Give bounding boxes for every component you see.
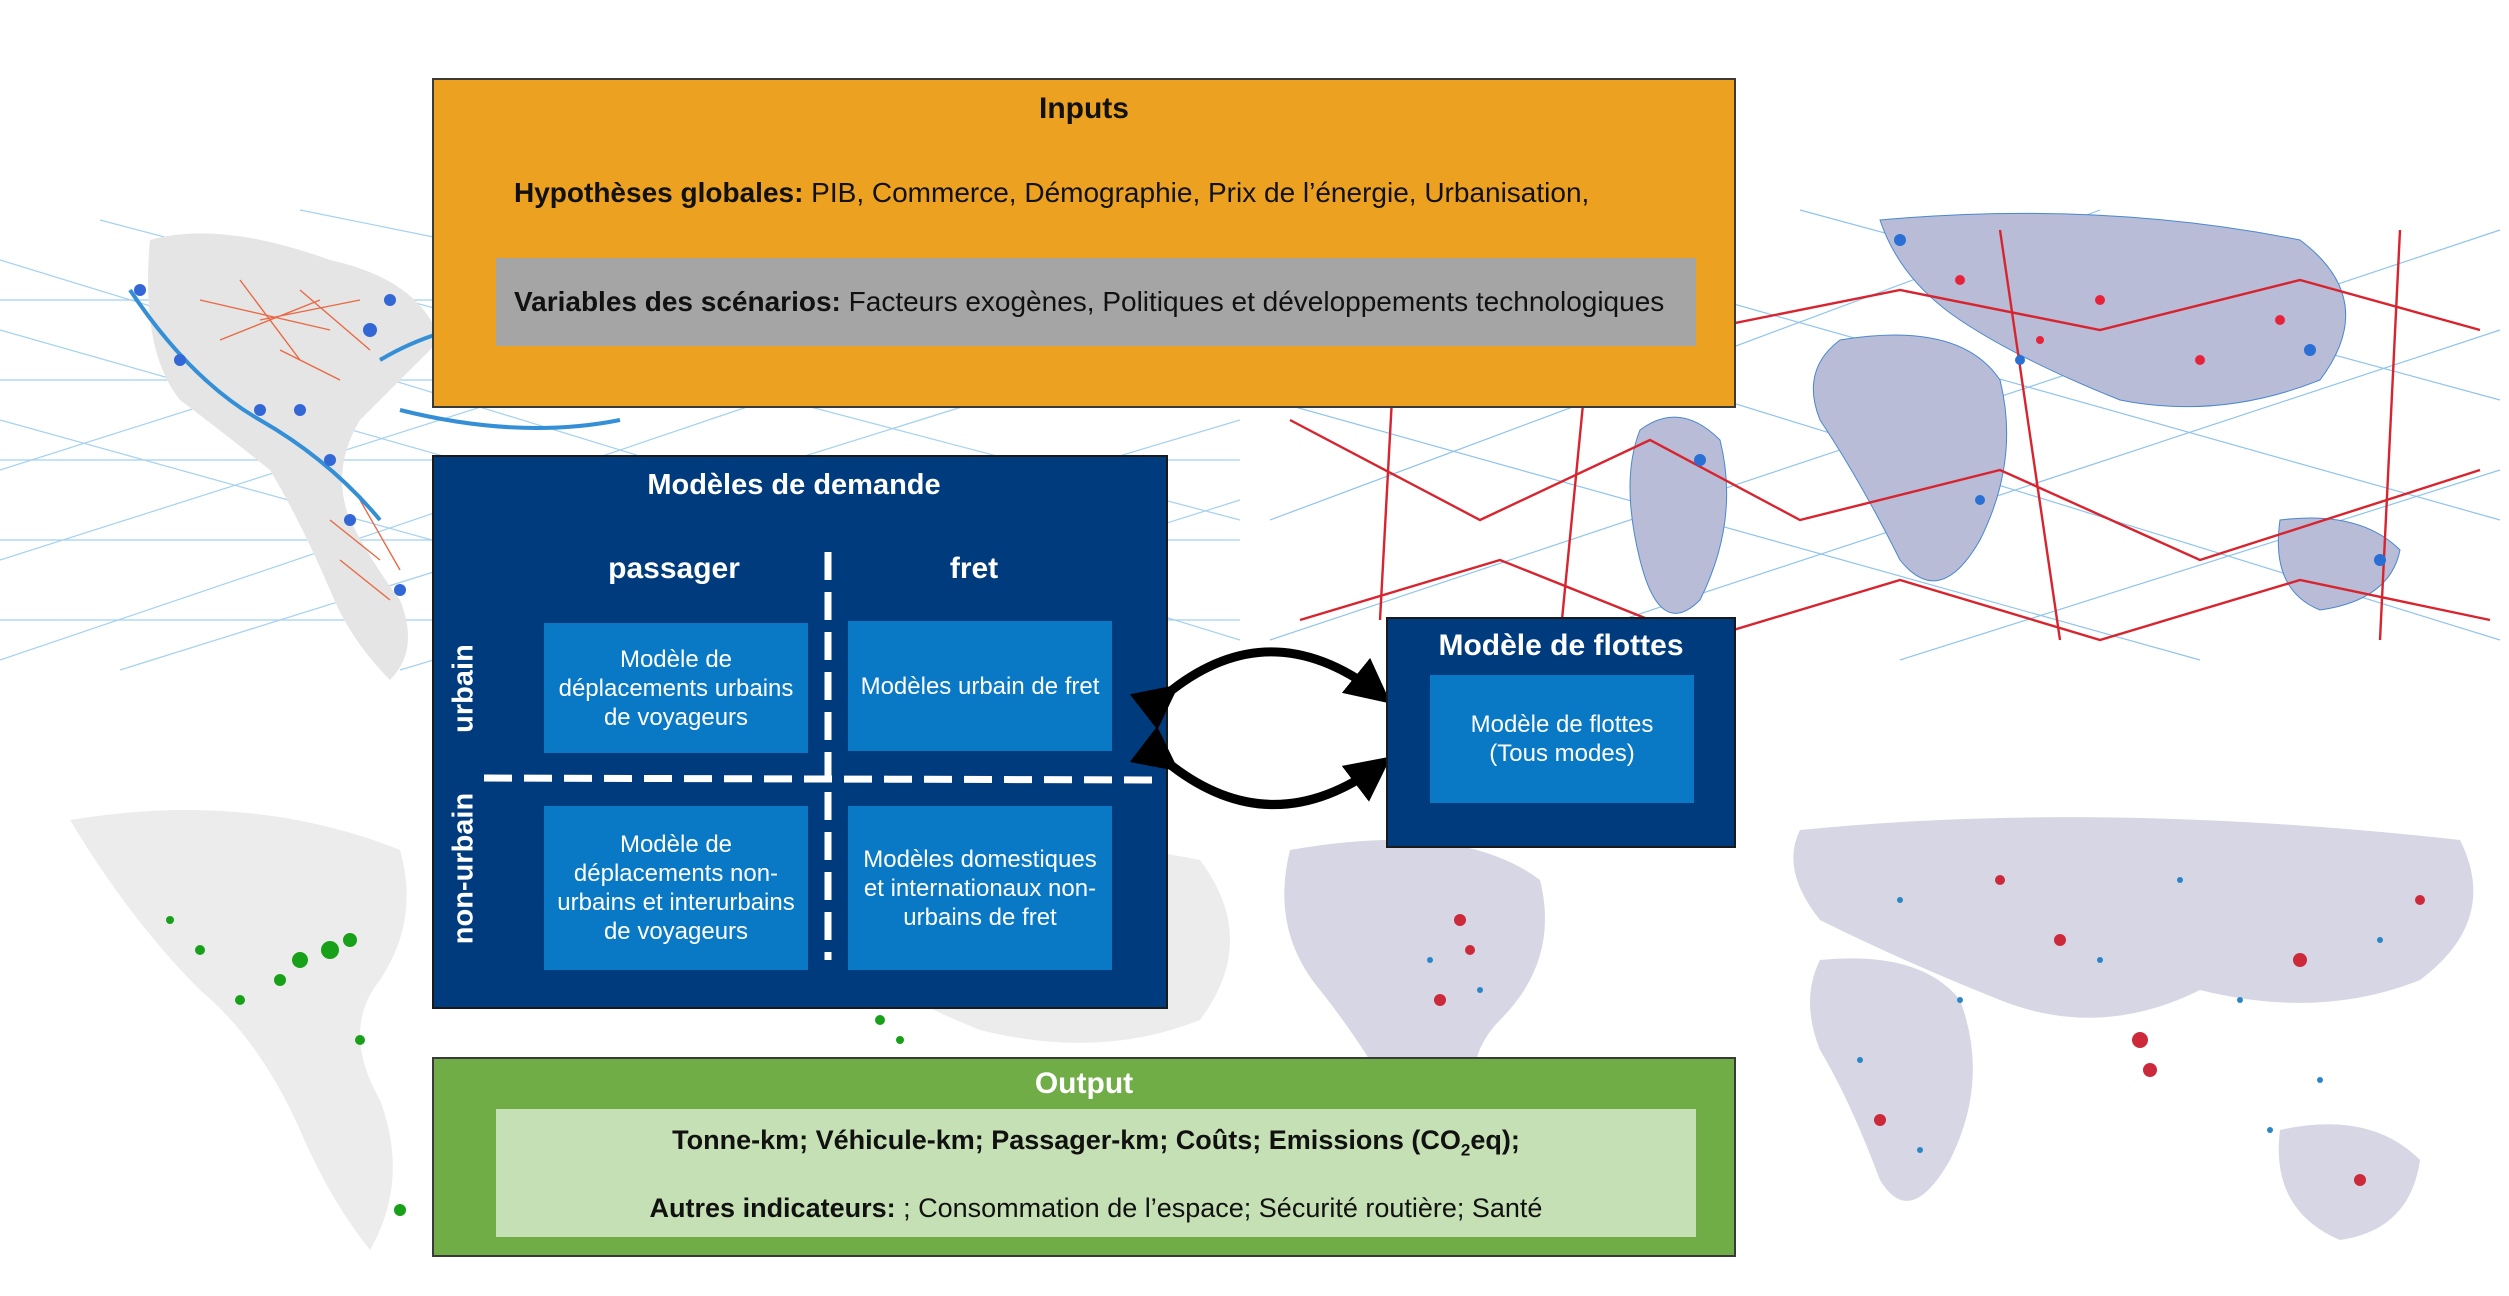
- scenario-variables-text: Facteurs exogènes, Politiques et dévelop…: [840, 286, 1665, 317]
- cell-fleet-model-all-modes: Modèle de flottes (Tous modes): [1430, 675, 1694, 803]
- inputs-box: Inputs Hypothèses globales: PIB, Commerc…: [432, 78, 1736, 408]
- scenario-variables-label: Variables des scénarios:: [514, 286, 841, 317]
- scenario-variables-line: Variables des scénarios: Facteurs exogèn…: [514, 286, 1664, 318]
- row-header-urban: urbain: [447, 644, 480, 733]
- row-header-nonurban: non-urbain: [447, 792, 480, 945]
- fleet-model-box: Modèle de flottes Modèle de flottes (Tou…: [1386, 617, 1736, 848]
- output-box: Output Tonne-km; Véhicule-km; Passager-k…: [432, 1057, 1736, 1257]
- output-main-indicators-text: Tonne-km; Véhicule-km; Passager-km; Coût…: [672, 1125, 1461, 1155]
- column-header-passenger: passager: [608, 552, 740, 585]
- demand-models-title: Modèles de demande: [647, 469, 941, 501]
- output-main-indicators-suffix: eq);: [1470, 1125, 1520, 1155]
- other-indicators-label: Autres indicateurs:: [649, 1193, 896, 1223]
- inputs-title: Inputs: [1039, 92, 1129, 125]
- output-title: Output: [1034, 1067, 1134, 1100]
- cell-nonurban-freight-model: Modèles domestiques et internationaux no…: [848, 806, 1112, 970]
- output-main-indicators: Tonne-km; Véhicule-km; Passager-km; Coût…: [496, 1125, 1696, 1160]
- other-indicators-text: ; Consommation de l’espace; Sécurité rou…: [895, 1193, 1543, 1223]
- global-hypotheses-text: PIB, Commerce, Démographie, Prix de l’én…: [803, 177, 1590, 208]
- global-hypotheses-line: Hypothèses globales: PIB, Commerce, Démo…: [514, 177, 1589, 209]
- demand-models-box: Modèles de demande passager fret urbain …: [432, 455, 1168, 1009]
- output-other-indicators: Autres indicateurs: ; Consommation de l’…: [496, 1193, 1696, 1224]
- fleet-model-title: Modèle de flottes: [1438, 629, 1684, 662]
- cell-urban-freight-model: Modèles urbain de fret: [848, 621, 1112, 751]
- cell-nonurban-passenger-model: Modèle de déplacements non-urbains et in…: [544, 806, 808, 970]
- output-indicators-panel: Tonne-km; Véhicule-km; Passager-km; Coût…: [496, 1109, 1696, 1237]
- co2-subscript: 2: [1460, 1140, 1471, 1160]
- cell-urban-passenger-model: Modèle de déplacements urbains de voyage…: [544, 623, 808, 753]
- scenario-variables-panel: Variables des scénarios: Facteurs exogèn…: [496, 258, 1696, 346]
- column-header-freight: fret: [949, 552, 999, 585]
- global-hypotheses-label: Hypothèses globales:: [514, 177, 804, 208]
